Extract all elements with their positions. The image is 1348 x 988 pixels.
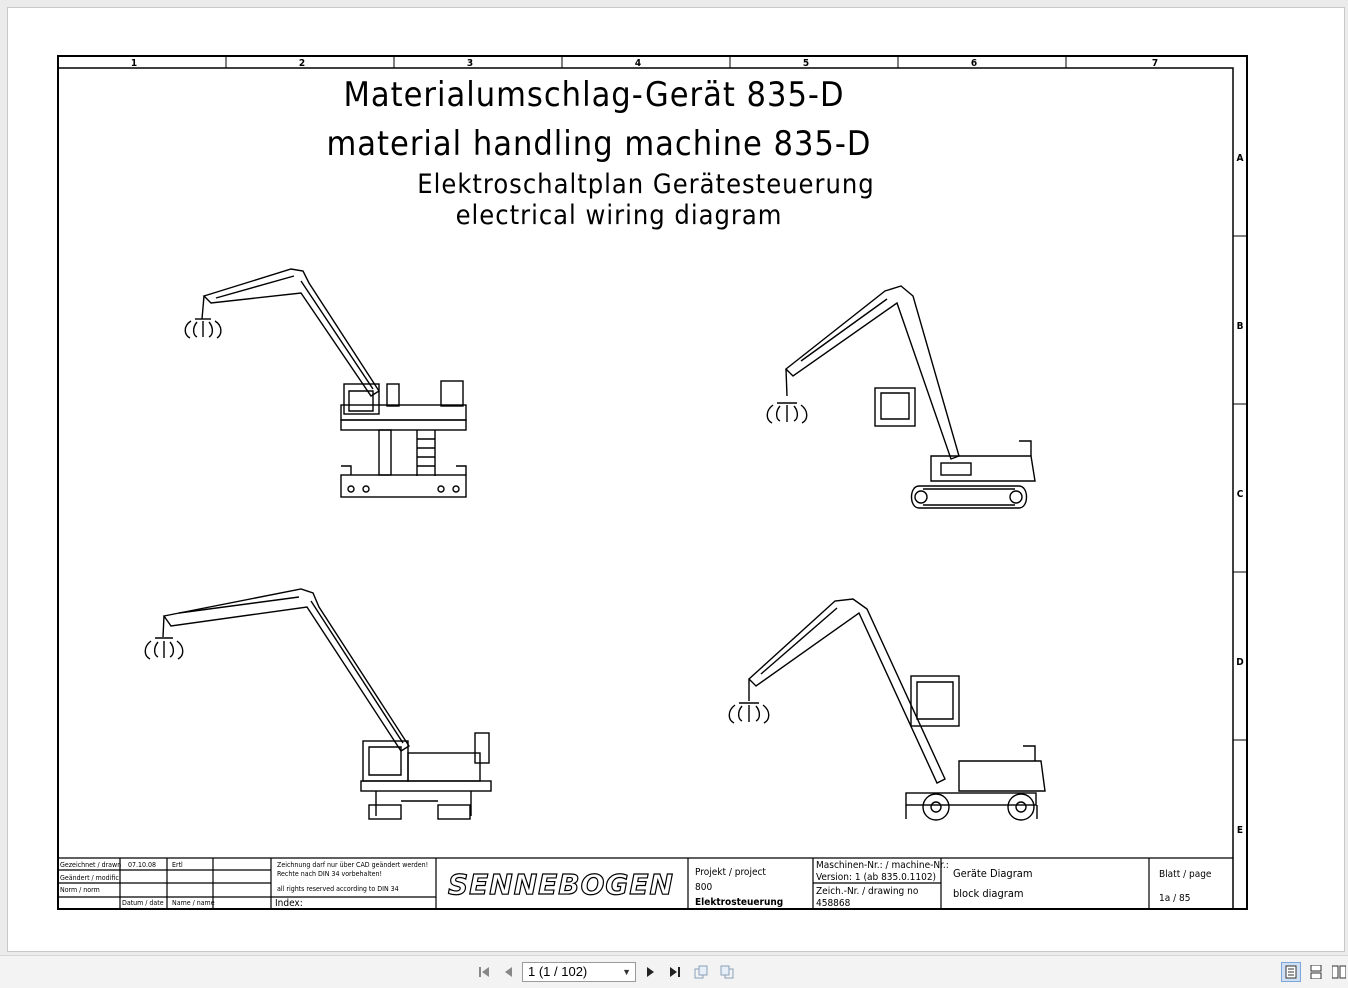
drawn-date: 07.10.08: [128, 861, 156, 869]
next-page-icon[interactable]: [643, 963, 659, 981]
row-dividers: [1233, 235, 1247, 741]
index-label: Index:: [275, 898, 303, 909]
svg-text:SENNEBOGEN: SENNEBOGEN: [448, 868, 674, 901]
sennebogen-logo: SENNEBOGEN: [447, 867, 674, 901]
page-label: Blatt / page: [1159, 869, 1212, 880]
row-label: D: [1236, 657, 1243, 668]
drawn-name: Ertl: [172, 861, 183, 869]
version-text: Version: 1 (ab 835.0.1102): [816, 872, 936, 883]
subtitle-german: Elektroschaltplan Gerätesteuerung: [417, 169, 874, 200]
rotate-ccw-icon[interactable]: [718, 963, 736, 981]
prev-page-icon[interactable]: [500, 963, 516, 981]
date-footer: Datum / date: [122, 899, 164, 907]
column-label: 4: [635, 58, 641, 69]
page-number-value: 1 (1 / 102): [528, 964, 588, 979]
last-page-icon[interactable]: [667, 963, 683, 981]
drawing-number: 458868: [816, 898, 851, 909]
pdf-toolbar: 1 (1 / 102) ▼: [0, 955, 1348, 988]
row-label: B: [1237, 321, 1244, 332]
title-english: material handling machine 835-D: [326, 124, 871, 164]
subtitle-english: electrical wiring diagram: [456, 200, 783, 231]
row-label: A: [1237, 153, 1244, 164]
machine-illustration-wheeled: [728, 598, 1046, 821]
row-label: E: [1237, 825, 1243, 836]
row-labels: A B C D E: [1236, 153, 1243, 836]
note-cad: Zeichnung darf nur über CAD geändert wer…: [277, 861, 428, 869]
single-page-view-icon[interactable]: [1281, 962, 1301, 982]
diagram-english: block diagram: [953, 887, 1024, 900]
machine-illustration-crawler: [766, 285, 1036, 509]
project-info: Projekt / project 800 Elektrosteuerung M…: [695, 860, 1212, 909]
modified-label: Geändert / modific.: [60, 874, 121, 882]
column-labels: 1 2 3 4 5 6 7: [131, 58, 1158, 69]
row-label: C: [1237, 489, 1244, 500]
title-block: [58, 857, 1233, 909]
project-number: 800: [695, 882, 712, 893]
note-rights: all rights reserved according to DIN 34: [277, 885, 399, 893]
wiring-diagram-page: 1 2 3 4 5 6 7 A B C D E Materialumschlag…: [57, 55, 1248, 910]
document-page: 1 2 3 4 5 6 7 A B C D E Materialumschlag…: [7, 7, 1345, 952]
note-din: Rechte nach DIN 34 vorbehalten!: [277, 870, 382, 878]
machine-label: Maschinen-Nr.: / machine-Nr.:: [816, 860, 949, 871]
page-number-dropdown[interactable]: 1 (1 / 102) ▼: [522, 962, 636, 982]
title-block-text: Gezeichnet / drawn 07.10.08 Ertl Geänder…: [60, 861, 428, 909]
column-label: 6: [971, 58, 977, 69]
project-name: Elektrosteuerung: [695, 897, 783, 908]
machine-illustration-elevated: [184, 268, 467, 498]
title-german: Materialumschlag-Gerät 835-D: [343, 75, 844, 115]
project-label: Projekt / project: [695, 867, 766, 878]
drawn-label: Gezeichnet / drawn: [60, 861, 121, 869]
dropdown-arrow-icon: ▼: [622, 967, 631, 977]
drawing-label: Zeich.-Nr. / drawing no: [816, 886, 919, 897]
column-dividers: [225, 56, 1067, 68]
machine-illustration-wheeled-tall: [144, 588, 492, 820]
two-page-view-icon[interactable]: [1330, 962, 1348, 982]
column-label: 3: [467, 58, 473, 69]
first-page-icon[interactable]: [476, 963, 492, 981]
page-value: 1a / 85: [1159, 893, 1190, 904]
column-label: 5: [803, 58, 809, 69]
name-footer: Name / name: [172, 899, 215, 907]
inner-frame: [57, 67, 1234, 910]
diagram-german: Geräte Diagram: [953, 867, 1033, 880]
column-label: 1: [131, 58, 137, 69]
column-label: 2: [299, 58, 305, 69]
norm-label: Norm / norm: [60, 886, 100, 894]
rotate-cw-icon[interactable]: [692, 963, 710, 981]
column-label: 7: [1152, 58, 1158, 69]
continuous-view-icon[interactable]: [1306, 962, 1326, 982]
